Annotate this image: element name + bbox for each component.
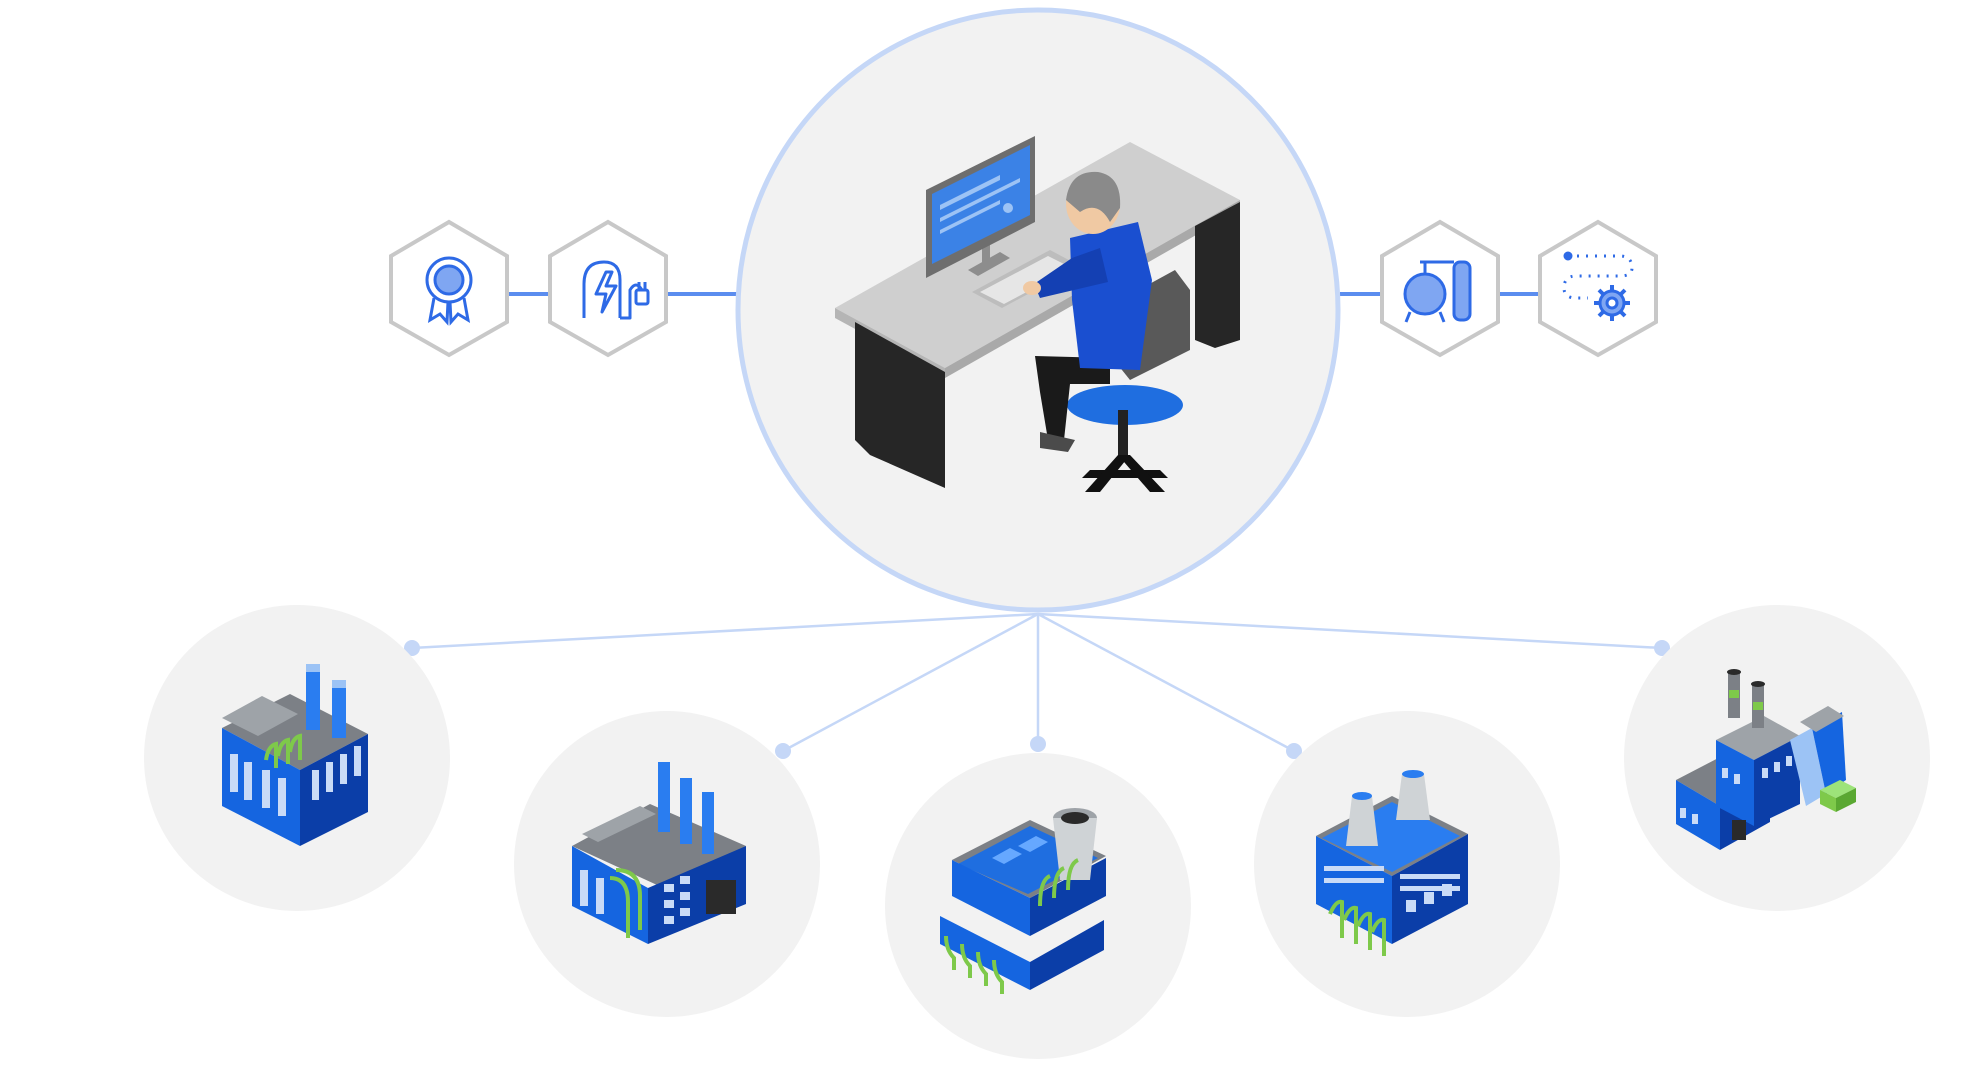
spoke-lines — [411, 612, 1663, 753]
factory-twin-chimney-icon — [222, 664, 368, 846]
spoke-dot-2 — [775, 743, 791, 759]
spoke-dots — [404, 640, 1670, 759]
spoke-dot-4 — [1286, 743, 1302, 759]
factory-triple-chimney-icon — [572, 762, 746, 944]
spoke-line-2 — [782, 612, 1039, 753]
factory-cooling-tower-icon — [1316, 770, 1468, 956]
hex-node-tanks[interactable] — [1380, 219, 1500, 358]
central-node[interactable] — [735, 7, 1341, 613]
factory-complex-icon — [1676, 669, 1856, 850]
hex-node-award[interactable] — [389, 219, 509, 358]
spoke-line-4 — [1037, 612, 1295, 753]
process-gear-icon — [1562, 251, 1634, 321]
award-ribbon-icon — [425, 256, 473, 326]
hex-node-process[interactable] — [1538, 219, 1658, 358]
operator-at-workstation-icon — [835, 136, 1240, 492]
spoke-dot-1 — [404, 640, 420, 656]
spoke-dot-5 — [1654, 640, 1670, 656]
spoke-dot-3 — [1030, 736, 1046, 752]
power-plug-icon — [582, 260, 650, 320]
spoke-line-1 — [411, 612, 1039, 650]
factory-pipes-icon — [940, 808, 1106, 994]
chemical-tanks-icon — [1403, 260, 1472, 323]
spoke-line-5 — [1037, 612, 1663, 650]
hex-node-power[interactable] — [548, 219, 668, 358]
